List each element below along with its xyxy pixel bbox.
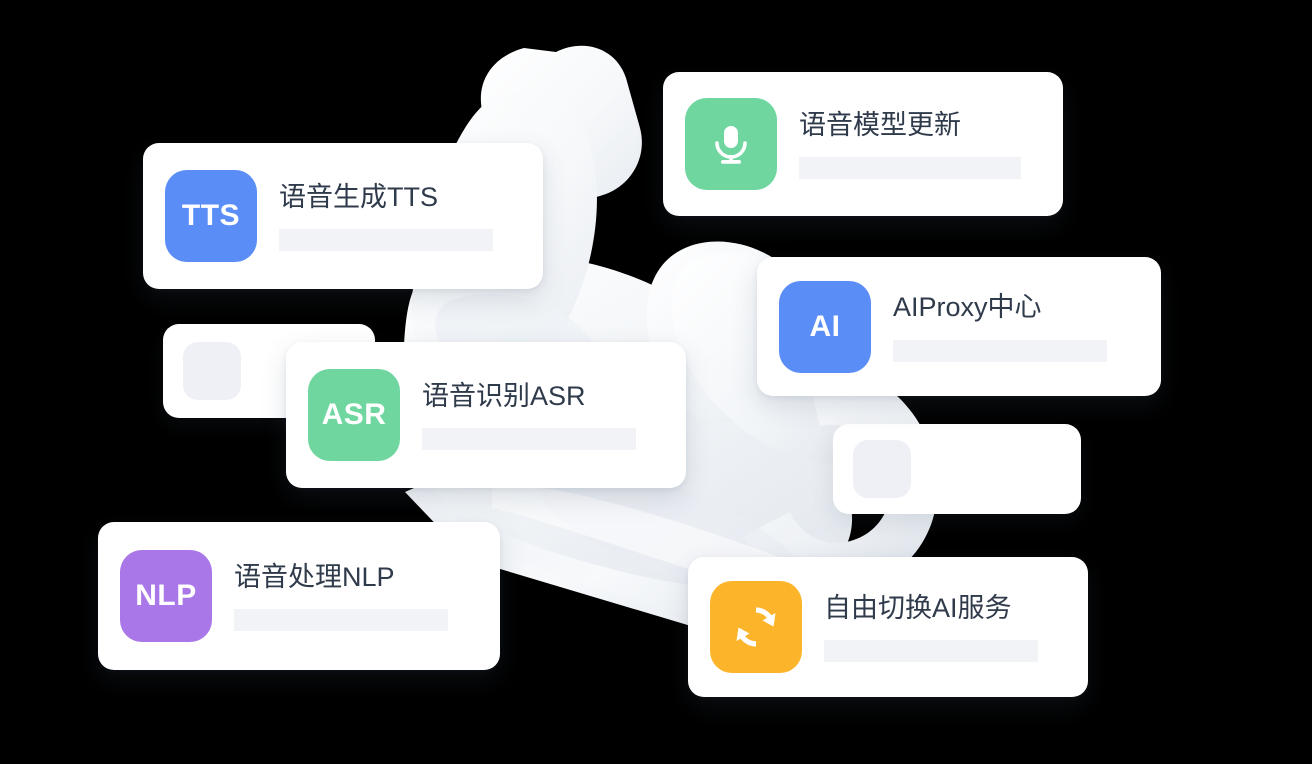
placeholder-bar xyxy=(422,428,636,451)
placeholder-icon xyxy=(853,440,911,498)
placeholder-icon xyxy=(183,342,241,400)
placeholder-bar xyxy=(824,640,1038,663)
microphone-icon xyxy=(685,98,777,190)
card-nlp[interactable]: NLP 语音处理NLP xyxy=(98,522,500,670)
placeholder-bar xyxy=(799,157,1021,180)
card-title: 语音识别ASR xyxy=(422,380,586,411)
card-tts[interactable]: TTS 语音生成TTS xyxy=(143,143,543,289)
card-switch-ai-service[interactable]: 自由切换AI服务 xyxy=(688,557,1088,697)
card-title: AIProxy中心 xyxy=(893,292,1042,323)
card-asr[interactable]: ASR 语音识别ASR xyxy=(286,342,686,488)
ai-badge-icon: AI xyxy=(779,280,871,373)
card-aiproxy[interactable]: AI AIProxy中心 xyxy=(757,257,1161,396)
asr-badge-icon: ASR xyxy=(308,369,400,461)
card-title: 语音处理NLP xyxy=(234,561,395,592)
card-title: 语音模型更新 xyxy=(799,109,961,140)
placeholder-bar xyxy=(893,339,1107,362)
tts-badge-icon: TTS xyxy=(165,170,257,262)
card-voice-model[interactable]: 语音模型更新 xyxy=(663,72,1063,216)
placeholder-bar xyxy=(234,609,448,632)
ghost-card xyxy=(833,424,1081,514)
card-title: 自由切换AI服务 xyxy=(824,592,1012,623)
placeholder-bar xyxy=(279,229,493,252)
sync-refresh-icon xyxy=(710,581,802,673)
card-title: 语音生成TTS xyxy=(279,181,438,212)
nlp-badge-icon: NLP xyxy=(120,550,212,642)
